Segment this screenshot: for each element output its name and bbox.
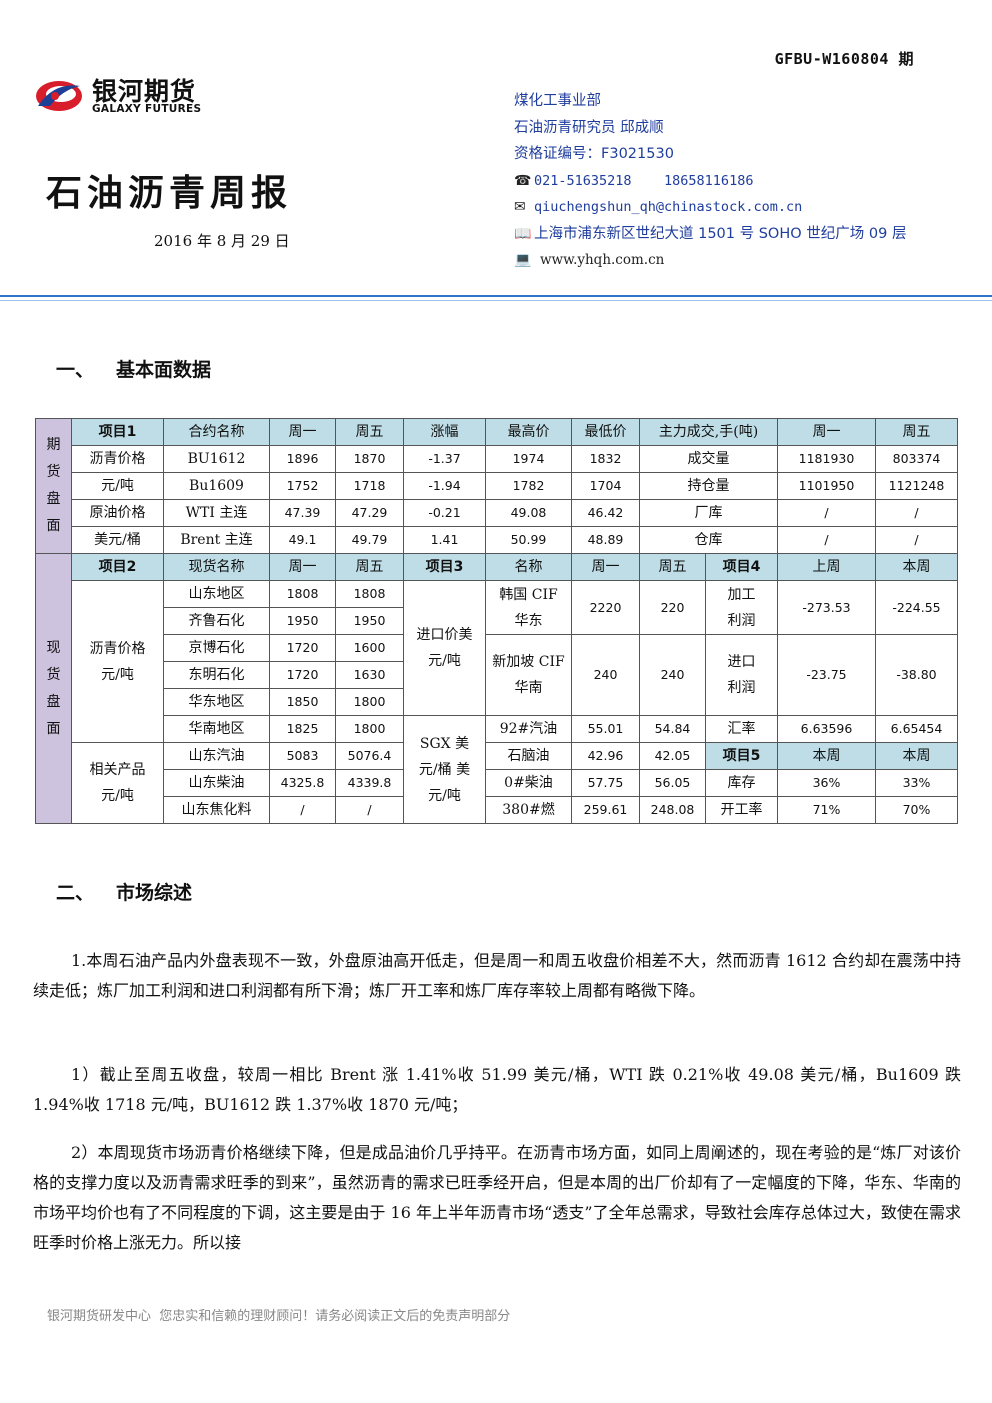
table-row: 沥青价格 BU1612 1896 1870 -1.37 1974 1832 成交…: [36, 445, 958, 473]
table-row: 元/吨 Bu1609 1752 1718 -1.94 1782 1704 持仓量…: [36, 472, 958, 500]
logo-chinese-name: 银河期货: [92, 77, 197, 106]
certificate-number: 资格证编号：F3021530: [514, 146, 674, 162]
logo-english-name: GALAXY FUTURES: [92, 103, 202, 115]
report-title: 石油沥青周报: [46, 172, 293, 214]
section-heading-2: 二、市场综述: [56, 882, 193, 904]
table-row: 京博石化 1720 1600 新加坡 CIF 华南 240 240 进口利润 -…: [36, 634, 958, 716]
table-row: 现货盘面 项目2 现货名称 周一 周五 项目3 名称 周一 周五 项目4 上周 …: [35, 553, 958, 824]
email-icon: ✉: [514, 199, 526, 215]
phone-icon: ☎: [514, 172, 532, 189]
table-row: 齐鲁石化 1950 1950: [36, 607, 958, 635]
website-link[interactable]: www.yhqh.com.cn: [540, 252, 665, 268]
book-icon: 📖: [514, 225, 532, 242]
document-id: GFBU-W160804 期: [774, 50, 914, 68]
page-footer: 银河期货研发中心 您忠实和信赖的理财顾问！请务必阅读正文后的免责声明部分: [47, 1309, 511, 1324]
side-label-spot: 现货盘面: [35, 553, 72, 824]
paragraph-1: 1.本周石油产品内外盘表现不一致，外盘原油高开低走，但是周一和周五收盘价相差不大…: [33, 951, 961, 1000]
table-row: 东明石化 1720 1630: [36, 661, 958, 689]
fundamentals-table: 期货盘面 项目1 合约名称 周一 周五 涨幅 最高价 最低价 主力成交,手(吨)…: [35, 418, 958, 824]
table-row: 华东地区 1850 1800: [36, 688, 958, 716]
report-date: 2016 年 8 月 29 日: [154, 232, 290, 250]
table-row: 沥青价格元/吨 山东地区 1808 1808 进口价美元/吨 韩国 CIF 华东…: [36, 580, 958, 743]
email-address[interactable]: qiuchengshun_qh@chinastock.com.cn: [534, 199, 803, 215]
table-row: 相关产品元/吨 山东汽油 5083 5076.4 石脑油 42.96 42.05…: [36, 742, 958, 824]
header-divider: [0, 295, 992, 297]
table-row: 原油价格 WTI 主连 47.39 47.29 -0.21 49.08 46.4…: [36, 499, 958, 527]
table-row: 山东焦化料 / / 380#燃 259.61 248.08 开工率 71% 70…: [36, 796, 958, 824]
table-row: 山东柴油 4325.8 4339.8 0#柴油 57.75 56.05 库存 3…: [36, 769, 958, 797]
section-heading-1: 一、基本面数据: [56, 359, 212, 381]
department: 煤化工事业部: [514, 93, 601, 109]
computer-icon: 💻: [514, 252, 532, 268]
analyst-name: 石油沥青研究员 邱成顺: [514, 119, 664, 136]
company-logo: 银河期货 GALAXY FUTURES: [34, 72, 234, 120]
paragraph-3: 2）本周现货市场沥青价格继续下降，但是成品油价几乎持平。在沥青市场方面，如同上周…: [33, 1143, 961, 1252]
table-row: 美元/桶 Brent 主连 49.1 49.79 1.41 50.99 48.8…: [36, 526, 958, 554]
phone-number: 021-51635218 18658116186: [534, 172, 754, 189]
contact-block: 煤化工事业部 石油沥青研究员 邱成顺 资格证编号：F3021530 ☎021-5…: [514, 88, 906, 274]
table-row: 华南地区 1825 1800 SGX 美元/桶 美元/吨 92#汽油 55.01…: [36, 715, 958, 824]
paragraph-2: 1）截止至周五收盘，较周一相比 Brent 涨 1.41%收 51.99 美元/…: [33, 1065, 961, 1114]
table-row: 期货盘面 项目1 合约名称 周一 周五 涨幅 最高价 最低价 主力成交,手(吨)…: [35, 418, 958, 554]
galaxy-logo-icon: [36, 81, 82, 111]
header-divider-light: [0, 300, 992, 301]
address: 上海市浦东新区世纪大道 1501 号 SOHO 世纪广场 09 层: [534, 225, 907, 242]
side-label-futures: 期货盘面: [35, 418, 72, 554]
